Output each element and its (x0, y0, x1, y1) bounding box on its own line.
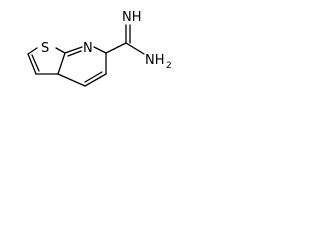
amine-nh-label: NH (145, 53, 165, 68)
bond-c5-c4-outer (84, 73, 107, 87)
bond-s-c7a (55, 47, 66, 54)
bond-c7a-n-inner (67, 50, 82, 57)
sulfur-atom-label: S (41, 41, 49, 56)
bond-c4-c3a (57, 73, 86, 87)
thienopyridine-carboximidamide-structure: S N NH NH 2 (27, 10, 172, 87)
imine-nh-label: NH (122, 10, 142, 25)
bond-c5-c4-inner (84, 71, 103, 83)
bond-n-c6 (93, 46, 107, 54)
chemical-structure-diagram: S N NH NH 2 (0, 0, 196, 117)
amine-subscript-label: 2 (166, 61, 172, 71)
bond-c2-s (27, 47, 38, 55)
bond-c7a-n (64, 46, 83, 54)
bond-c3-c2-inner (31, 54, 40, 72)
bond-c3-c2-outer (27, 53, 37, 75)
bond-c6-camidine (105, 42, 127, 54)
bond-c7a-c3a (57, 52, 66, 75)
pyridine-nitrogen-label: N (83, 41, 93, 56)
bond-camidine-nh2 (125, 42, 145, 55)
